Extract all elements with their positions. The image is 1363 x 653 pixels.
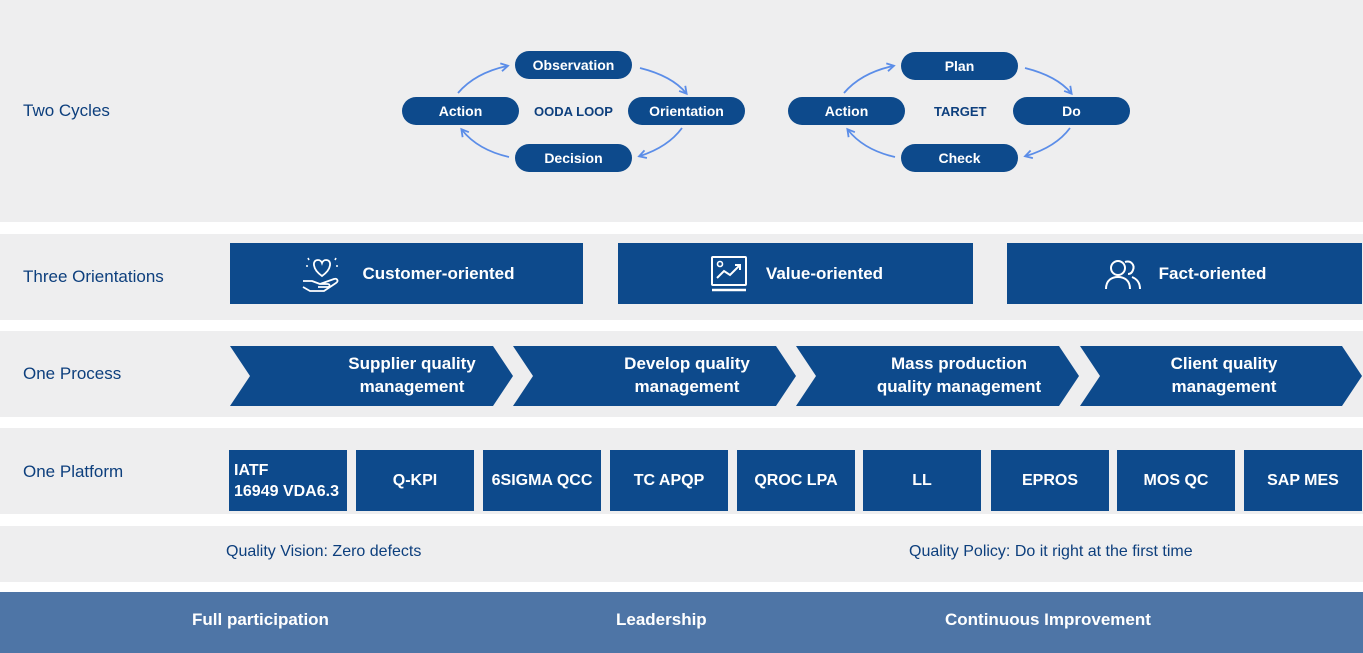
target-label: TARGET xyxy=(934,104,987,119)
platform-sap-mes: SAP MES xyxy=(1244,450,1362,511)
pdca-arrow-check-to-action xyxy=(846,127,896,158)
process-chevron-develop xyxy=(513,346,796,406)
platform-mos-qc: MOS QC xyxy=(1117,450,1235,511)
cycle-arrows xyxy=(457,62,1073,159)
process-chevrons xyxy=(230,346,1362,406)
process-supplier-label: Supplier quality management xyxy=(348,354,476,396)
ooda-decision-node: Decision xyxy=(515,144,632,172)
pdca-check-node: Check xyxy=(901,144,1018,172)
ooda-arrow-observation-to-orientation xyxy=(639,67,688,96)
process-chevron-mass-production xyxy=(796,346,1079,406)
platform-iatf: IATF 16949 VDA6.3 xyxy=(229,450,347,511)
footer-leadership: Leadership xyxy=(616,610,707,629)
footer-bar xyxy=(0,592,1363,653)
quality-policy: Quality Policy: Do it right at the first… xyxy=(909,543,1193,560)
row-label-one-platform: One Platform xyxy=(23,462,124,481)
vision-band xyxy=(0,526,1363,582)
orientation-fact: Fact-oriented xyxy=(1007,243,1362,304)
row-label-two-cycles: Two Cycles xyxy=(23,101,110,120)
footer-continuous-improvement: Continuous Improvement xyxy=(945,610,1151,629)
platform-6sigma-qcc: 6SIGMA QCC xyxy=(483,450,601,511)
pdca-arrow-plan-to-do xyxy=(1024,67,1073,96)
orientation-fact-label: Fact-oriented xyxy=(1158,263,1267,283)
process-chevron-supplier xyxy=(230,346,513,406)
process-chevron-client xyxy=(1080,346,1362,406)
ooda-arrow-decision-to-action xyxy=(460,127,510,158)
quality-vision: Quality Vision: Zero defects xyxy=(226,543,422,560)
row-label-three-orientations: Three Orientations xyxy=(23,267,164,286)
pdca-do-node: Do xyxy=(1013,97,1130,125)
pdca-arrow-action-to-plan xyxy=(843,62,896,94)
platform-ll: LL xyxy=(863,450,981,511)
ooda-action-node: Action xyxy=(402,97,519,125)
pdca-arrow-do-to-check xyxy=(1023,127,1071,159)
footer-full-participation: Full participation xyxy=(192,610,329,629)
process-client-label: Client quality management xyxy=(1170,354,1278,396)
platform-epros: EPROS xyxy=(991,450,1109,511)
ooda-arrow-action-to-observation xyxy=(457,62,510,94)
platform-tc-apqp: TC APQP xyxy=(610,450,728,511)
orientation-customer: Customer-oriented xyxy=(230,243,583,304)
chart-monitor-icon xyxy=(710,255,747,291)
ooda-orientation-node: Orientation xyxy=(628,97,745,125)
process-develop-label: Develop quality management xyxy=(624,354,750,396)
platform-qroc-lpa: QROC LPA xyxy=(737,450,855,511)
orientation-value-label: Value-oriented xyxy=(765,263,884,283)
heart-hand-icon xyxy=(303,257,339,292)
ooda-arrow-orientation-to-decision xyxy=(637,127,683,159)
ooda-observation-node: Observation xyxy=(515,51,632,79)
pdca-plan-node: Plan xyxy=(901,52,1018,80)
pdca-action-node: Action xyxy=(788,97,905,125)
orientation-customer-label: Customer-oriented xyxy=(362,263,515,283)
people-icon xyxy=(1104,259,1141,289)
process-mass-production-label: Mass production quality management xyxy=(876,354,1042,396)
row-label-one-process: One Process xyxy=(23,364,122,383)
platform-q-kpi: Q-KPI xyxy=(356,450,474,511)
ooda-loop-label: OODA LOOP xyxy=(534,104,613,119)
orientation-value: Value-oriented xyxy=(618,243,973,304)
